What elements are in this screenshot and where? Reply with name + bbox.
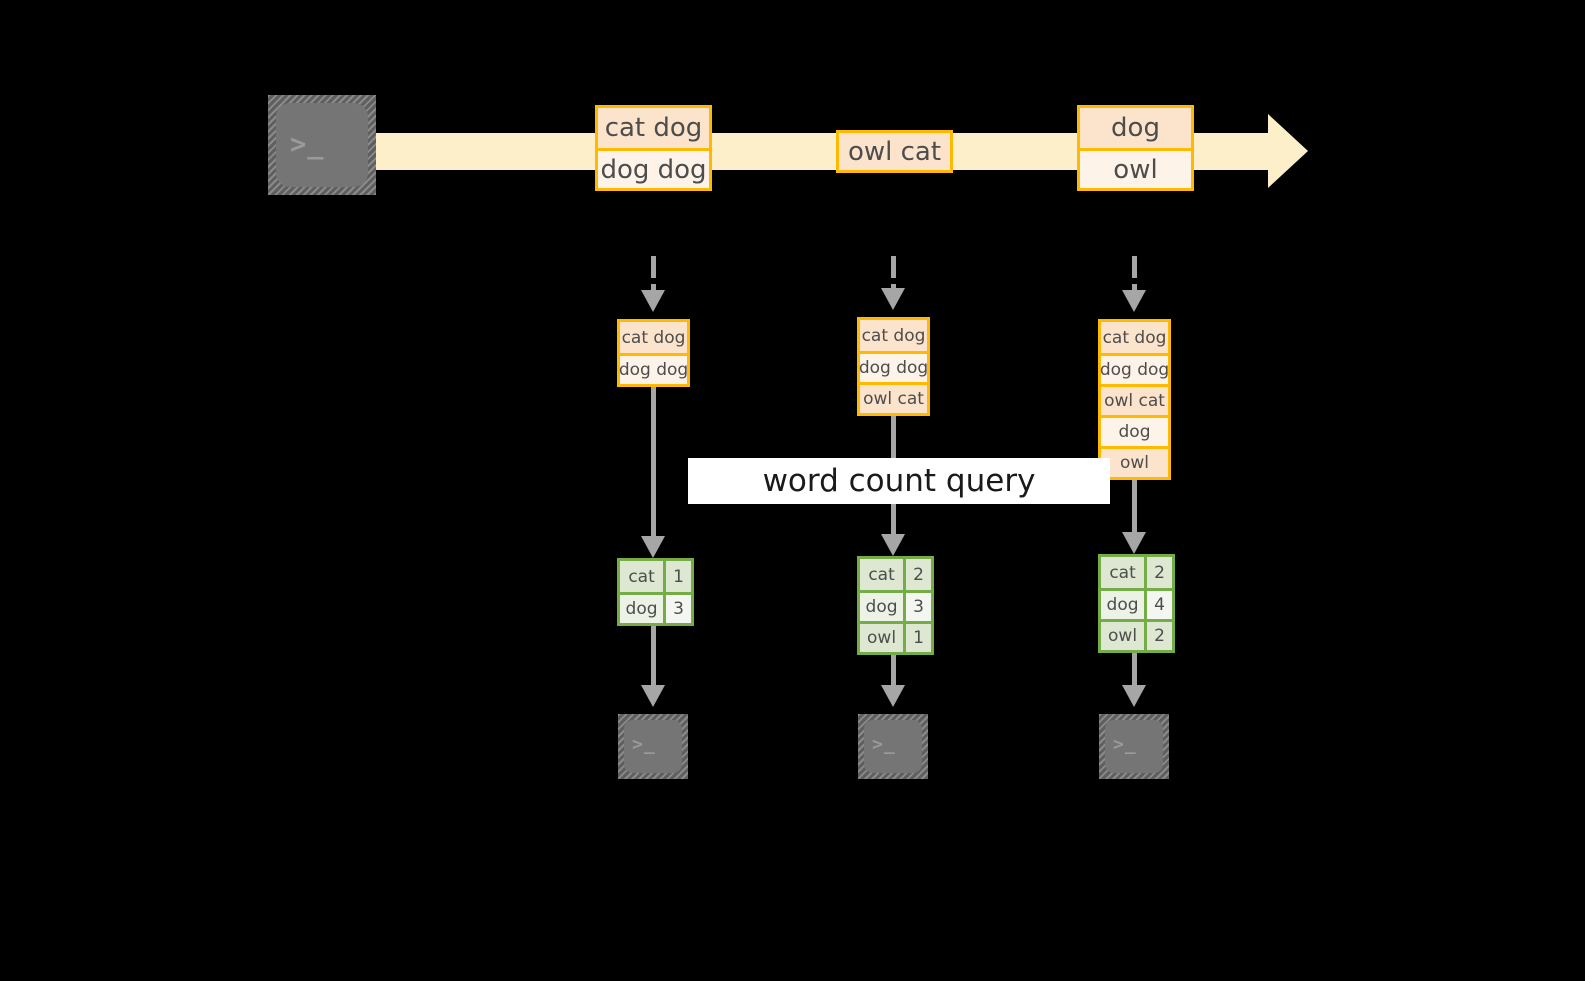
table-line: dog dog xyxy=(1100,353,1169,384)
result-to-consumer-arrow-shaft xyxy=(1132,653,1137,686)
table-line: cat dog xyxy=(620,322,687,353)
result-row: cat 2 xyxy=(860,559,931,590)
terminal-prompt-glyph: >_ xyxy=(632,734,656,755)
result-count: 1 xyxy=(663,561,691,592)
result-word: cat xyxy=(620,561,664,592)
record-line: cat dog xyxy=(598,108,709,148)
table-line: cat dog xyxy=(860,320,927,351)
snapshot-2-result-table[interactable]: cat 2 dog 3 owl 1 xyxy=(857,556,934,655)
result-word: owl xyxy=(860,624,904,652)
stream-to-table-arrow-dash xyxy=(891,284,896,290)
result-to-consumer-arrowhead xyxy=(1122,685,1146,707)
table-line: cat dog xyxy=(1101,322,1168,353)
result-to-consumer-arrowhead xyxy=(641,685,665,707)
result-count: 2 xyxy=(1144,622,1172,650)
snapshot-3-table[interactable]: cat dog dog dog owl cat dog owl xyxy=(1098,319,1171,480)
consumer-terminal-icon-2[interactable]: >_ xyxy=(858,714,928,779)
query-arrow-shaft xyxy=(1132,480,1137,533)
result-count: 3 xyxy=(663,595,691,623)
result-count: 2 xyxy=(903,559,931,590)
stream-to-table-arrow-dash xyxy=(891,256,896,278)
snapshot-1-result-table[interactable]: cat 1 dog 3 xyxy=(617,558,694,626)
terminal-screen xyxy=(1105,720,1163,773)
stream-to-table-arrow-dash xyxy=(1132,256,1137,278)
record-line: owl cat xyxy=(839,133,950,170)
producer-terminal-icon[interactable]: >_ xyxy=(268,95,376,195)
result-word: dog xyxy=(860,593,904,621)
stream-to-table-arrow-dash xyxy=(651,256,656,278)
terminal-prompt-glyph: >_ xyxy=(872,734,896,755)
record-line: owl xyxy=(1080,148,1191,188)
result-row: cat 1 xyxy=(620,561,691,592)
table-line: owl cat xyxy=(860,382,927,413)
result-count: 2 xyxy=(1144,557,1172,588)
stream-record-1[interactable]: cat dog dog dog xyxy=(595,105,712,191)
query-arrowhead xyxy=(1122,532,1146,554)
terminal-screen xyxy=(276,103,368,187)
result-row: dog 4 xyxy=(1101,588,1172,619)
stream-record-2[interactable]: owl cat xyxy=(836,130,953,173)
terminal-screen xyxy=(624,720,682,773)
result-row: owl 2 xyxy=(1101,619,1172,650)
record-line: dog xyxy=(1080,108,1191,148)
stream-record-3[interactable]: dog owl xyxy=(1077,105,1194,191)
result-row: dog 3 xyxy=(860,590,931,621)
query-arrow-shaft xyxy=(651,387,656,537)
snapshot-1-table[interactable]: cat dog dog dog xyxy=(617,319,690,387)
table-line: dog dog xyxy=(859,351,928,382)
stream-to-table-arrowhead xyxy=(641,290,665,312)
query-arrowhead xyxy=(641,536,665,558)
stream-to-table-arrow-dash xyxy=(1132,284,1137,292)
result-count: 4 xyxy=(1144,591,1172,619)
terminal-prompt-glyph: >_ xyxy=(290,129,325,160)
result-count: 1 xyxy=(903,624,931,652)
query-arrowhead xyxy=(881,534,905,556)
stream-to-table-arrowhead xyxy=(1122,290,1146,312)
table-line: dog dog xyxy=(619,353,688,384)
stream-arrowhead xyxy=(1268,114,1308,188)
snapshot-2-table[interactable]: cat dog dog dog owl cat xyxy=(857,317,930,416)
query-label: word count query xyxy=(762,463,1036,499)
table-line: dog xyxy=(1101,415,1168,446)
result-row: cat 2 xyxy=(1101,557,1172,588)
result-count: 3 xyxy=(903,593,931,621)
snapshot-3-result-table[interactable]: cat 2 dog 4 owl 2 xyxy=(1098,554,1175,653)
terminal-prompt-glyph: >_ xyxy=(1113,734,1137,755)
result-to-consumer-arrow-shaft xyxy=(891,655,896,686)
result-word: owl xyxy=(1101,622,1145,650)
result-to-consumer-arrow-shaft xyxy=(651,626,656,686)
consumer-terminal-icon-3[interactable]: >_ xyxy=(1099,714,1169,779)
result-row: owl 1 xyxy=(860,621,931,652)
result-row: dog 3 xyxy=(620,592,691,623)
record-line: dog dog xyxy=(598,148,709,188)
table-line: owl cat xyxy=(1101,384,1168,415)
result-word: dog xyxy=(620,595,664,623)
stream-to-table-arrowhead xyxy=(881,288,905,310)
table-line: owl xyxy=(1101,446,1168,477)
result-word: dog xyxy=(1101,591,1145,619)
result-word: cat xyxy=(860,559,904,590)
consumer-terminal-icon-1[interactable]: >_ xyxy=(618,714,688,779)
terminal-screen xyxy=(864,720,922,773)
stream-to-table-arrow-dash xyxy=(651,284,656,292)
result-to-consumer-arrowhead xyxy=(881,685,905,707)
result-word: cat xyxy=(1101,557,1145,588)
query-label-banner: word count query xyxy=(688,458,1110,504)
